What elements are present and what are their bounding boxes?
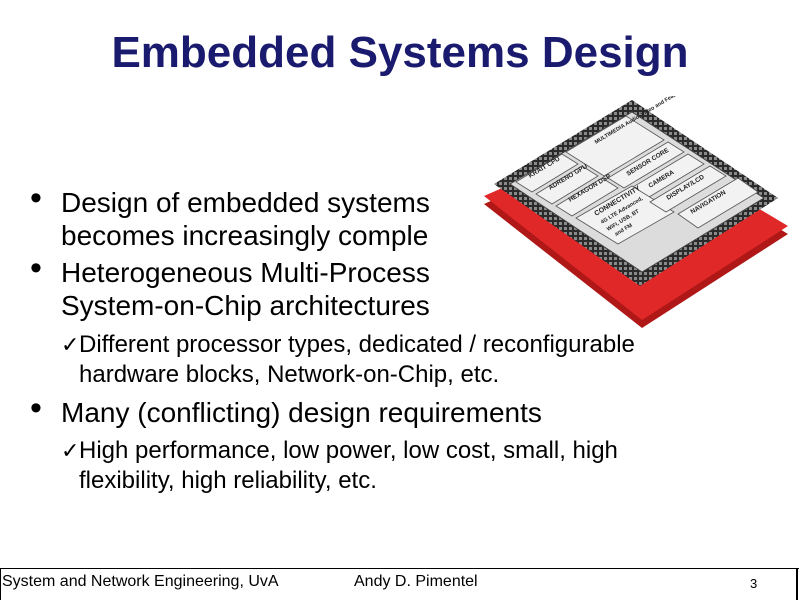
footer-border-right (796, 568, 798, 600)
footer-organization: System and Network Engineering, UvA (2, 573, 279, 590)
footer-bar (0, 568, 799, 599)
footer-page-number: 3 (750, 576, 758, 591)
subbullet-line: flexibility, high reliability, etc. (79, 467, 377, 494)
footer-author: Andy D. Pimentel (354, 573, 478, 590)
bullet-line: System-on-Chip architectures (61, 290, 430, 321)
block-krait (515, 153, 579, 193)
block-multimedia (565, 115, 665, 177)
subbullet-line: High performance, low power, low cost, s… (79, 437, 618, 464)
slide-title: Embedded Systems Design (111, 28, 689, 77)
soc-chip-image: KRAIT CPU ADRENO GPU HEXAGON DSP MULTIME… (484, 96, 788, 328)
bullet-line: Many (conflicting) design requirements (61, 397, 542, 428)
subbullet-line: Different processor types, dedicated / r… (79, 331, 635, 358)
block-adreno (535, 165, 599, 205)
block-hexagon (555, 177, 619, 217)
checkmark-icon: ✓ (61, 332, 80, 357)
checkmark-icon: ✓ (61, 438, 80, 463)
subbullet-line: hardware blocks, Network-on-Chip, etc. (79, 361, 500, 388)
bullet-dot-icon: • (30, 249, 42, 287)
block-display (649, 165, 727, 213)
bullet-line: Heterogeneous Multi-Process (61, 257, 430, 288)
block-sensor (607, 141, 685, 189)
block-connectivity (575, 185, 675, 245)
bullet-line: Design of embedded systems (61, 187, 430, 218)
block-navigation (677, 177, 759, 229)
bullet-dot-icon: • (30, 389, 42, 427)
bullet-line: becomes increasingly comple (61, 220, 429, 251)
bullet-dot-icon: • (30, 179, 42, 217)
